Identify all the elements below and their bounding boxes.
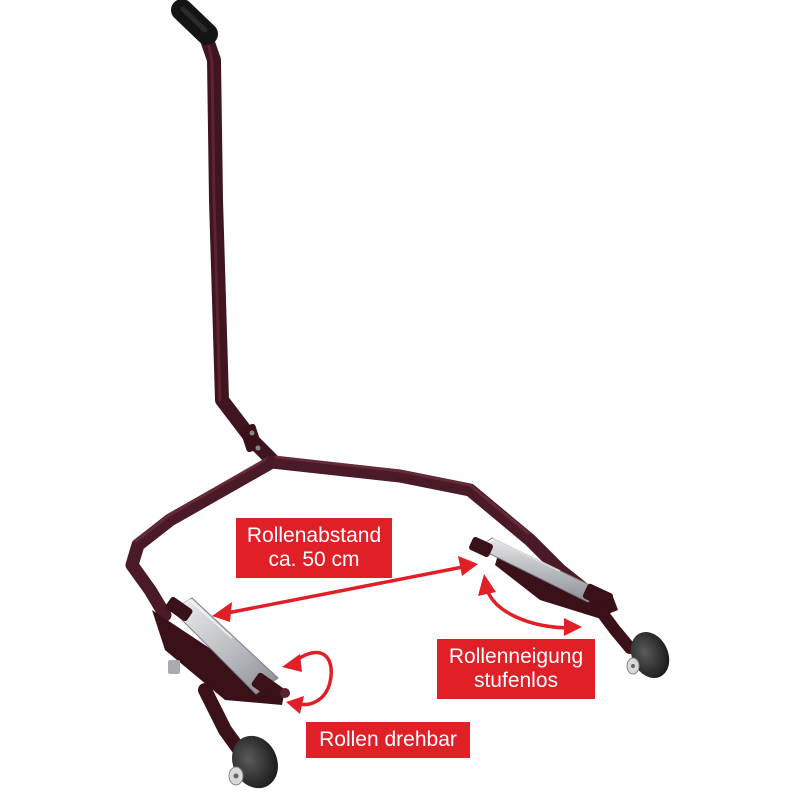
- right-roller-assembly: [469, 536, 636, 654]
- handle-joint: [240, 423, 262, 453]
- spacing-label-box: [236, 518, 392, 578]
- tilt-arrow: [478, 574, 582, 636]
- handle-shaft: [198, 27, 279, 467]
- roller-spacing-line2: ca. 50 cm: [268, 548, 360, 571]
- roller-rotation-line1: Rollen drehbar: [319, 728, 457, 751]
- rotation-arrow: [282, 650, 333, 714]
- roller-tilt-line2: stufenlos: [473, 669, 559, 692]
- rotation-label-box: [306, 722, 470, 758]
- spacing-arrow: [212, 556, 478, 622]
- right-caster-wheel: [626, 631, 670, 679]
- roller-spacing-line1: Rollenabstand: [246, 524, 382, 547]
- tilt-label-box: [437, 639, 595, 699]
- roller-spacing-label: Rollenabstand ca. 50 cm: [236, 518, 392, 578]
- roller-rotation-label: Rollen drehbar: [306, 722, 470, 758]
- left-roller-assembly: [152, 596, 290, 755]
- roller-tilt-label: Rollenneigung stufenlos: [437, 639, 595, 699]
- left-frame-arm: [125, 455, 279, 622]
- roller-tilt-line1: Rollenneigung: [448, 645, 584, 668]
- left-caster-wheel: [228, 735, 278, 789]
- handle-grip: [171, 0, 218, 45]
